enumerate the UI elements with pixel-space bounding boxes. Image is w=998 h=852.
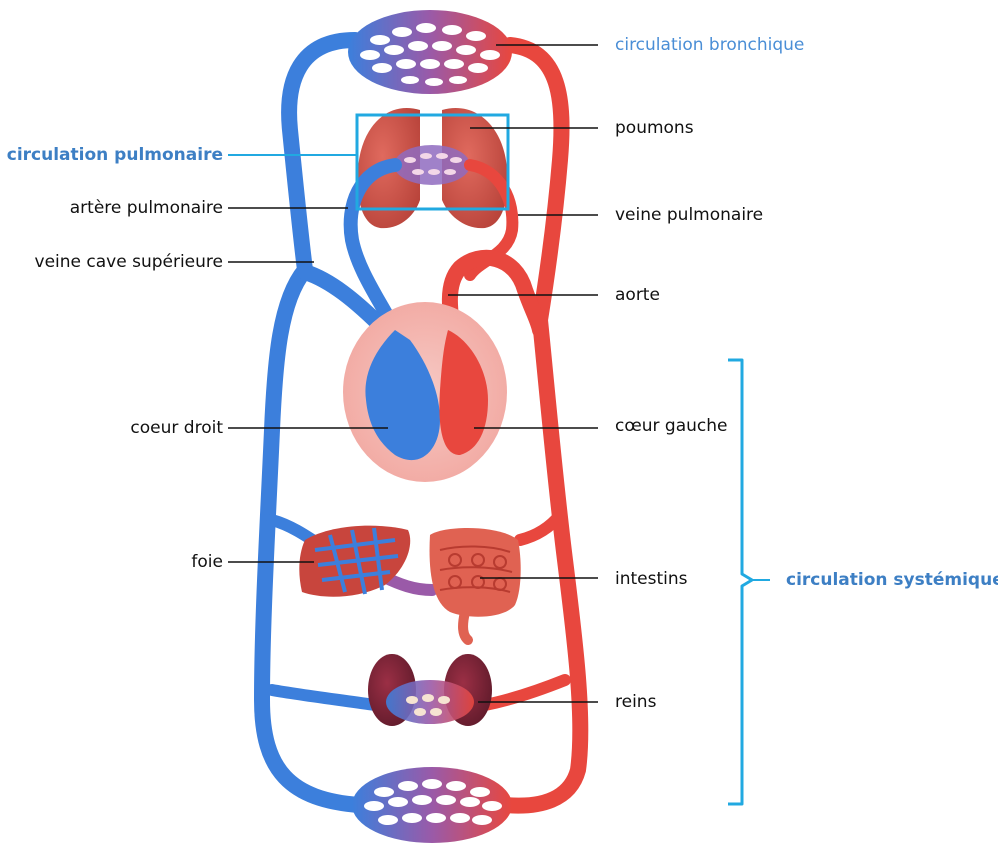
systemic-bracket: [728, 360, 752, 804]
intestines: [430, 528, 521, 640]
label-aorte: aorte: [615, 285, 660, 305]
label-circulation-pulmonaire: circulation pulmonaire: [7, 145, 223, 165]
label-reins: reins: [615, 692, 656, 712]
bronchial-capillary-bed: [348, 10, 512, 94]
mesenteric-artery: [520, 515, 560, 540]
label-coeur-gauche: cœur gauche: [615, 416, 727, 436]
label-veine-cave-superieure: veine cave supérieure: [35, 252, 223, 272]
heart: [343, 302, 507, 482]
label-coeur-droit: coeur droit: [130, 418, 223, 438]
label-poumons: poumons: [615, 118, 694, 138]
label-foie: foie: [191, 552, 223, 572]
label-artere-pulmonaire: artère pulmonaire: [70, 198, 223, 218]
label-circulation-systemique: circulation systémique: [786, 570, 998, 590]
kidneys: [272, 654, 565, 726]
label-circulation-bronchique: circulation bronchique: [615, 35, 804, 55]
label-intestins: intestins: [615, 569, 688, 589]
lower-capillary-bed: [352, 767, 512, 843]
label-veine-pulmonaire: veine pulmonaire: [615, 205, 763, 225]
